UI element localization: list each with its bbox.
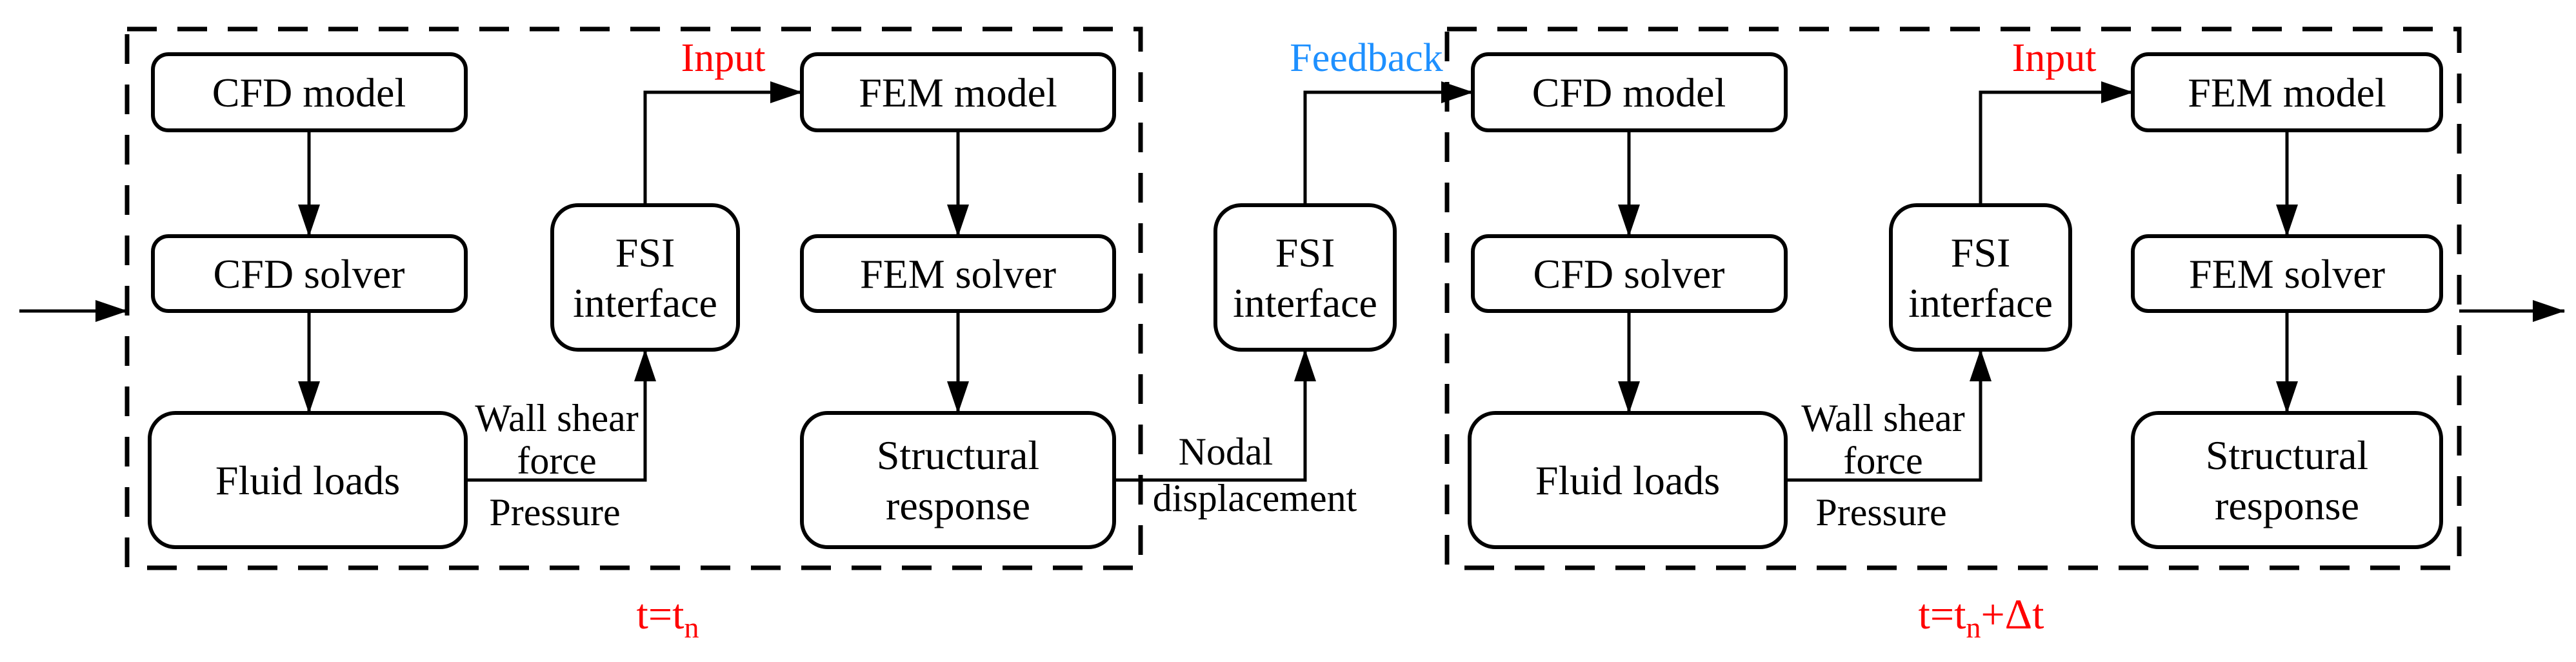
box-fluid-loads-2-label: Fluid loads xyxy=(1535,457,1720,503)
arrow-fsi-interface-mid-to-cfd-model-2 xyxy=(1303,81,1473,205)
box-fem-model-2 xyxy=(2131,52,2443,132)
dashed-boundary-timestep-1 xyxy=(125,26,1143,570)
box-fsi-interface-mid-label-line1: FSI xyxy=(1275,230,1335,276)
box-fem-model-1-label: FEM model xyxy=(859,70,1057,115)
wall-shear-force-label-2-line1: Wall shear xyxy=(1801,397,1964,439)
wall-shear-force-label-1-line1: Wall shear xyxy=(475,397,638,439)
nodal-displacement-label-line1: Nodal xyxy=(1179,430,1273,473)
box-fsi-interface-1 xyxy=(550,203,740,352)
between-timesteps-group: FSI interface Feedback Nodal displacemen… xyxy=(1153,36,1443,519)
box-structural-response-2-label-line1: Structural xyxy=(2206,432,2368,478)
time-label-1-prefix: t=t xyxy=(637,591,684,638)
time-label-2-prefix: t=t xyxy=(1919,591,1966,638)
wall-shear-force-label-2-line2: force xyxy=(1843,439,1922,482)
box-fem-model-2-label: FEM model xyxy=(2188,70,2386,115)
box-cfd-solver-1 xyxy=(151,234,468,313)
dashed-boundary-timestep-2 xyxy=(1444,26,2462,570)
pressure-label-1: Pressure xyxy=(489,491,620,534)
box-fem-model-1 xyxy=(800,52,1116,132)
box-cfd-model-2-label: CFD model xyxy=(1532,70,1726,115)
box-fsi-interface-1-label-line2: interface xyxy=(573,280,717,326)
input-label-2: Input xyxy=(2012,36,2097,80)
box-cfd-solver-2 xyxy=(1471,234,1788,313)
time-label-2-subscript: n xyxy=(1966,611,1981,644)
nodal-displacement-label-line2: displacement xyxy=(1153,477,1357,519)
box-fsi-interface-2 xyxy=(1889,203,2072,352)
box-fem-solver-2-label: FEM solver xyxy=(2189,251,2385,297)
box-cfd-solver-2-label: CFD solver xyxy=(1533,251,1725,297)
box-cfd-model-1 xyxy=(151,52,468,132)
arrow-fluid-loads-to-fsi-interface-2 xyxy=(1786,349,1992,482)
time-label-2-suffix: +Δt xyxy=(1981,591,2044,638)
box-structural-response-1-label-line1: Structural xyxy=(877,432,1039,478)
box-fsi-interface-mid-label-line2: interface xyxy=(1233,280,1377,326)
box-fsi-interface-2-label-line2: interface xyxy=(1908,280,2053,326)
box-fluid-loads-2 xyxy=(1468,411,1788,549)
input-label-1: Input xyxy=(681,36,766,80)
box-structural-response-2-label-line2: response xyxy=(2215,483,2359,528)
box-fem-solver-2 xyxy=(2131,234,2443,313)
box-fluid-loads-1 xyxy=(148,411,468,549)
arrow-fluid-loads-to-fsi-interface-1 xyxy=(466,349,656,482)
wall-shear-force-label-1-line2: force xyxy=(517,439,596,482)
box-fsi-interface-2-label-line1: FSI xyxy=(1951,230,2011,276)
time-label-1-subscript: n xyxy=(684,611,699,644)
box-fsi-interface-1-label-line1: FSI xyxy=(615,230,675,276)
box-cfd-model-2 xyxy=(1471,52,1788,132)
box-structural-response-1 xyxy=(800,411,1116,549)
box-cfd-model-1-label: CFD model xyxy=(212,70,406,115)
box-fluid-loads-1-label: Fluid loads xyxy=(215,457,400,503)
timestep-2-group: CFD model CFD solver Fluid loads FSI int… xyxy=(1468,36,2443,644)
box-fsi-interface-mid xyxy=(1213,203,1397,352)
arrow-structural-response-to-fsi-interface-mid xyxy=(1114,349,1316,482)
time-label-2: t=tn+Δt xyxy=(1919,591,2044,644)
box-structural-response-2 xyxy=(2131,411,2443,549)
time-label-1: t=tn xyxy=(637,591,699,644)
box-fem-solver-1-label: FEM solver xyxy=(860,251,1056,297)
arrow-fsi-interface-to-fem-model-1 xyxy=(643,81,803,205)
arrow-fsi-interface-to-fem-model-2 xyxy=(1979,81,2133,205)
box-cfd-solver-1-label: CFD solver xyxy=(214,251,405,297)
pressure-label-2: Pressure xyxy=(1815,491,1946,534)
box-structural-response-1-label-line2: response xyxy=(886,483,1030,528)
timestep-1-group: CFD model CFD solver Fluid loads FSI int… xyxy=(148,36,1116,644)
box-fem-solver-1 xyxy=(800,234,1116,313)
feedback-label: Feedback xyxy=(1290,36,1443,80)
